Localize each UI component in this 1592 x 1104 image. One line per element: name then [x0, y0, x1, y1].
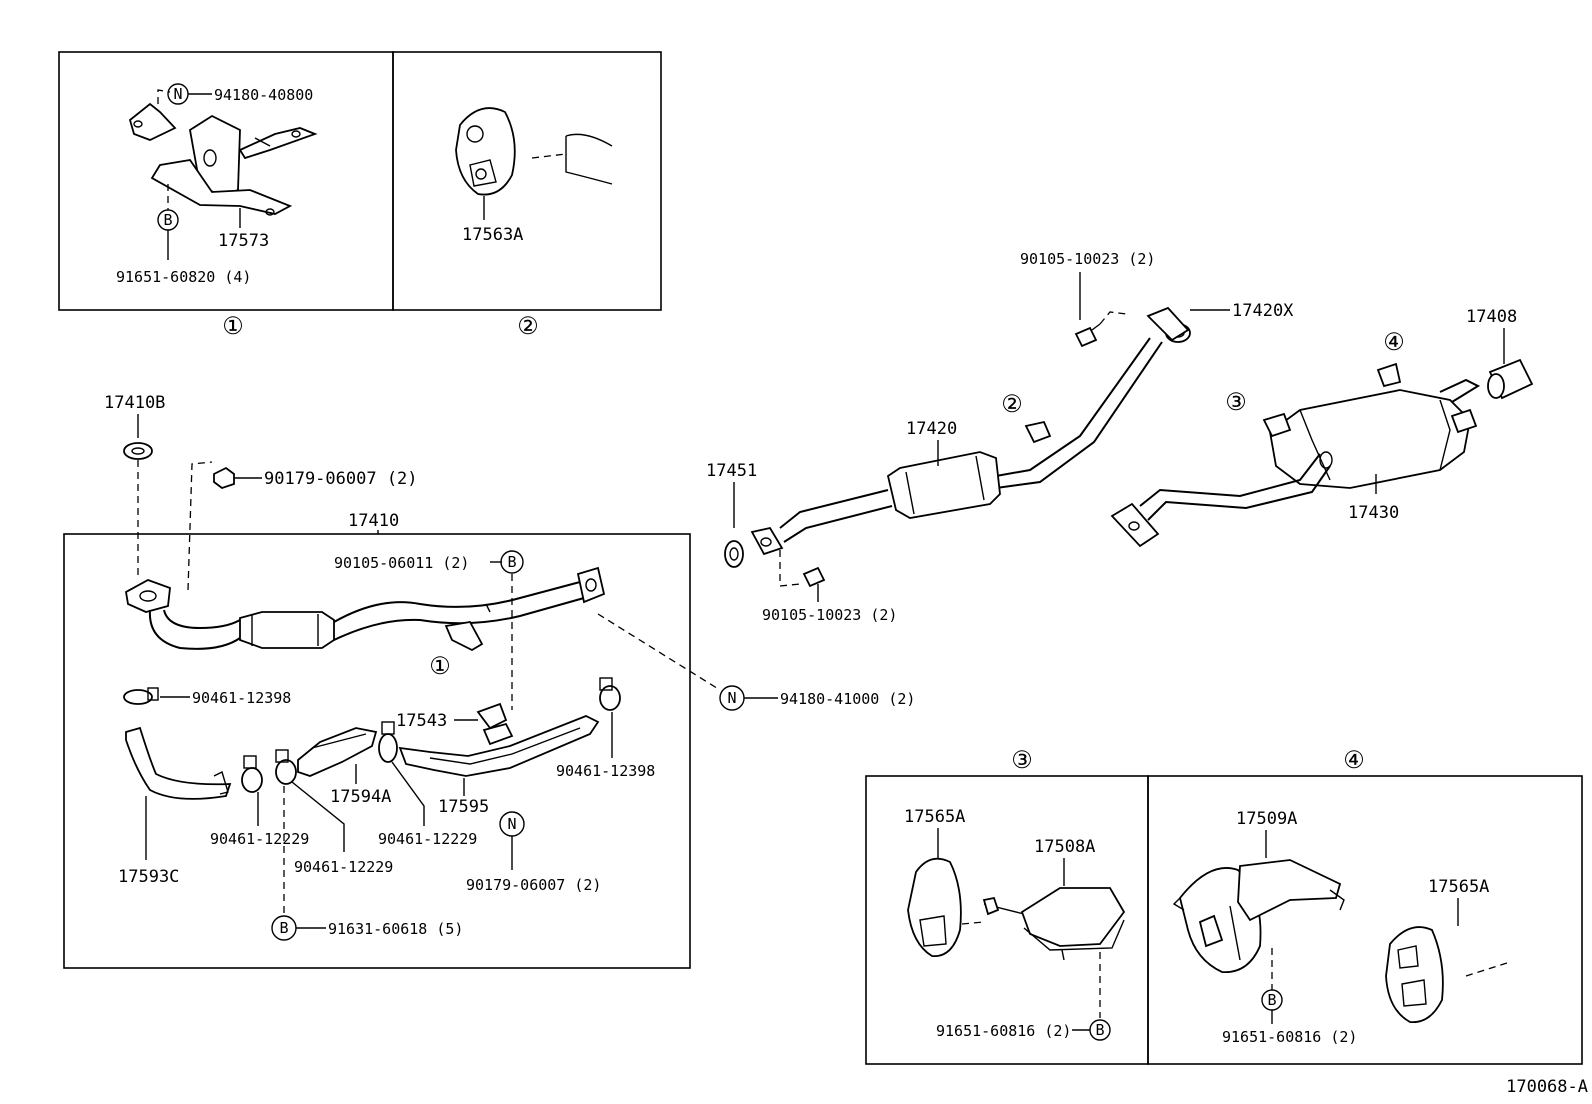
inset-2-hanger-label: 17563A	[462, 225, 523, 245]
inset-1-bracket-label: 17573	[218, 231, 269, 251]
front-bolt-n-circle: N	[719, 685, 745, 711]
front-clamp-5	[378, 721, 398, 763]
inset-4-hanger-drawing	[1385, 926, 1511, 1023]
front-nut	[213, 466, 235, 490]
svg-text:④: ④	[1343, 746, 1365, 774]
tail-tip-label: 17408	[1466, 307, 1517, 327]
inset-1-bolt-b-label: 91651-60820 (4)	[116, 268, 251, 286]
front-bolt-n-label: 94180-41000 (2)	[780, 690, 915, 708]
center-rear-gasket-label: 17420X	[1232, 301, 1294, 321]
front-insulator-2	[297, 727, 378, 777]
front-gasket-label: 17410B	[104, 393, 165, 413]
center-bolt-top	[1074, 323, 1101, 348]
figure-code: 170068-A	[1506, 1077, 1588, 1097]
front-insulator-2-label: 17594A	[330, 787, 391, 807]
center-pipe-label: 17420	[906, 419, 957, 439]
front-bolt-top-circle: B	[500, 550, 524, 574]
center-pipe-drawing	[750, 306, 1190, 556]
front-bolt-top-label: 90105-06011 (2)	[334, 554, 469, 572]
svg-text:②: ②	[517, 312, 539, 340]
front-insulator-1-label: 17593C	[118, 867, 179, 887]
inset-4-bolt-circle: B	[1261, 989, 1283, 1011]
front-clamp-2	[599, 677, 621, 711]
inset-3-bolt-circle: B	[1089, 1019, 1111, 1041]
inset-3-bolt-label: 91651-60816 (2)	[936, 1022, 1071, 1040]
front-bolt-b-circle: B	[271, 915, 297, 941]
front-clamp-1	[123, 687, 159, 705]
svg-text:N: N	[507, 815, 516, 833]
svg-text:B: B	[163, 211, 172, 229]
inset-3-bracket-drawing	[982, 887, 1126, 961]
svg-text:②: ②	[1001, 390, 1023, 418]
tail-support-circle-3: ③	[1225, 388, 1247, 416]
inset-4-caption: ④	[1343, 746, 1365, 774]
inset-1-circle-b: B	[157, 209, 179, 231]
front-bracket-1	[476, 702, 514, 746]
inset-1-bolt-label: 94180-40800	[214, 86, 313, 104]
svg-text:B: B	[279, 919, 288, 937]
front-insulator-3-label: 17595	[438, 797, 489, 817]
front-support-circle: ①	[429, 652, 451, 680]
svg-text:B: B	[1267, 991, 1276, 1009]
front-pipe-drawing	[125, 566, 606, 652]
center-gasket-label: 17451	[706, 461, 757, 481]
svg-text:①: ①	[429, 652, 451, 680]
inset-box-2	[392, 51, 662, 311]
front-clamp-5-label: 90461-12229	[378, 830, 477, 848]
inset-3-hanger-label: 17565A	[904, 807, 965, 827]
inset-3-caption: ③	[1011, 746, 1033, 774]
inset-3-bracket-label: 17508A	[1034, 837, 1095, 857]
svg-text:N: N	[727, 689, 736, 707]
svg-text:B: B	[1095, 1021, 1104, 1039]
front-nut-label: 90179-06007 (2)	[264, 469, 418, 489]
front-pipe-box	[63, 533, 691, 969]
front-nut-circle: N	[499, 811, 525, 837]
svg-text:④: ④	[1383, 328, 1405, 356]
center-bolt-bottom	[802, 566, 826, 598]
front-clamp-3	[241, 755, 263, 793]
front-clamp-2-label: 90461-12398	[556, 762, 655, 780]
tail-support-circle-4: ④	[1383, 328, 1405, 356]
svg-text:③: ③	[1225, 388, 1247, 416]
front-clamp-4-label: 90461-12229	[294, 858, 393, 876]
center-support-circle: ②	[1001, 390, 1023, 418]
inset-1-caption: ①	[222, 312, 244, 340]
inset-2-hanger-drawing	[455, 107, 613, 196]
center-gasket	[724, 540, 744, 568]
inset-4-bolt-label: 91651-60816 (2)	[1222, 1028, 1357, 1046]
inset-2-caption: ②	[517, 312, 539, 340]
muffler-drawing	[1110, 362, 1481, 548]
svg-text:③: ③	[1011, 746, 1033, 774]
center-bolt-bottom-label: 90105-10023 (2)	[762, 606, 897, 624]
inset-1-circle-n: N	[167, 83, 189, 105]
front-gasket	[123, 442, 153, 460]
front-assembly-label: 17410	[348, 511, 399, 531]
front-insulator-1	[125, 726, 232, 800]
inset-1-leader-n	[157, 89, 171, 104]
front-clamp-1-label: 90461-12398	[192, 689, 291, 707]
front-bracket-1-label: 17543	[396, 711, 447, 731]
front-bolt-b-label: 91631-60618 (5)	[328, 920, 463, 938]
inset-4-hanger-label: 17565A	[1428, 877, 1489, 897]
inset-4-bracket-drawing	[1172, 859, 1345, 973]
svg-text:①: ①	[222, 312, 244, 340]
inset-1-bracket-drawing	[128, 102, 318, 216]
tail-tip	[1487, 358, 1534, 400]
muffler-label: 17430	[1348, 503, 1399, 523]
inset-3-hanger-drawing	[907, 857, 985, 957]
center-bolt-top-label: 90105-10023 (2)	[1020, 250, 1155, 268]
front-clamp-4	[275, 749, 297, 785]
front-nut-label-text: 90179-06007 (2)	[466, 876, 601, 894]
inset-1-circle-n-label: N	[173, 85, 182, 103]
front-insulator-3	[398, 715, 600, 777]
svg-text:B: B	[507, 553, 516, 571]
front-clamp-3-label: 90461-12229	[210, 830, 309, 848]
inset-box-4	[1147, 775, 1583, 1065]
inset-4-bracket-label: 17509A	[1236, 809, 1297, 829]
